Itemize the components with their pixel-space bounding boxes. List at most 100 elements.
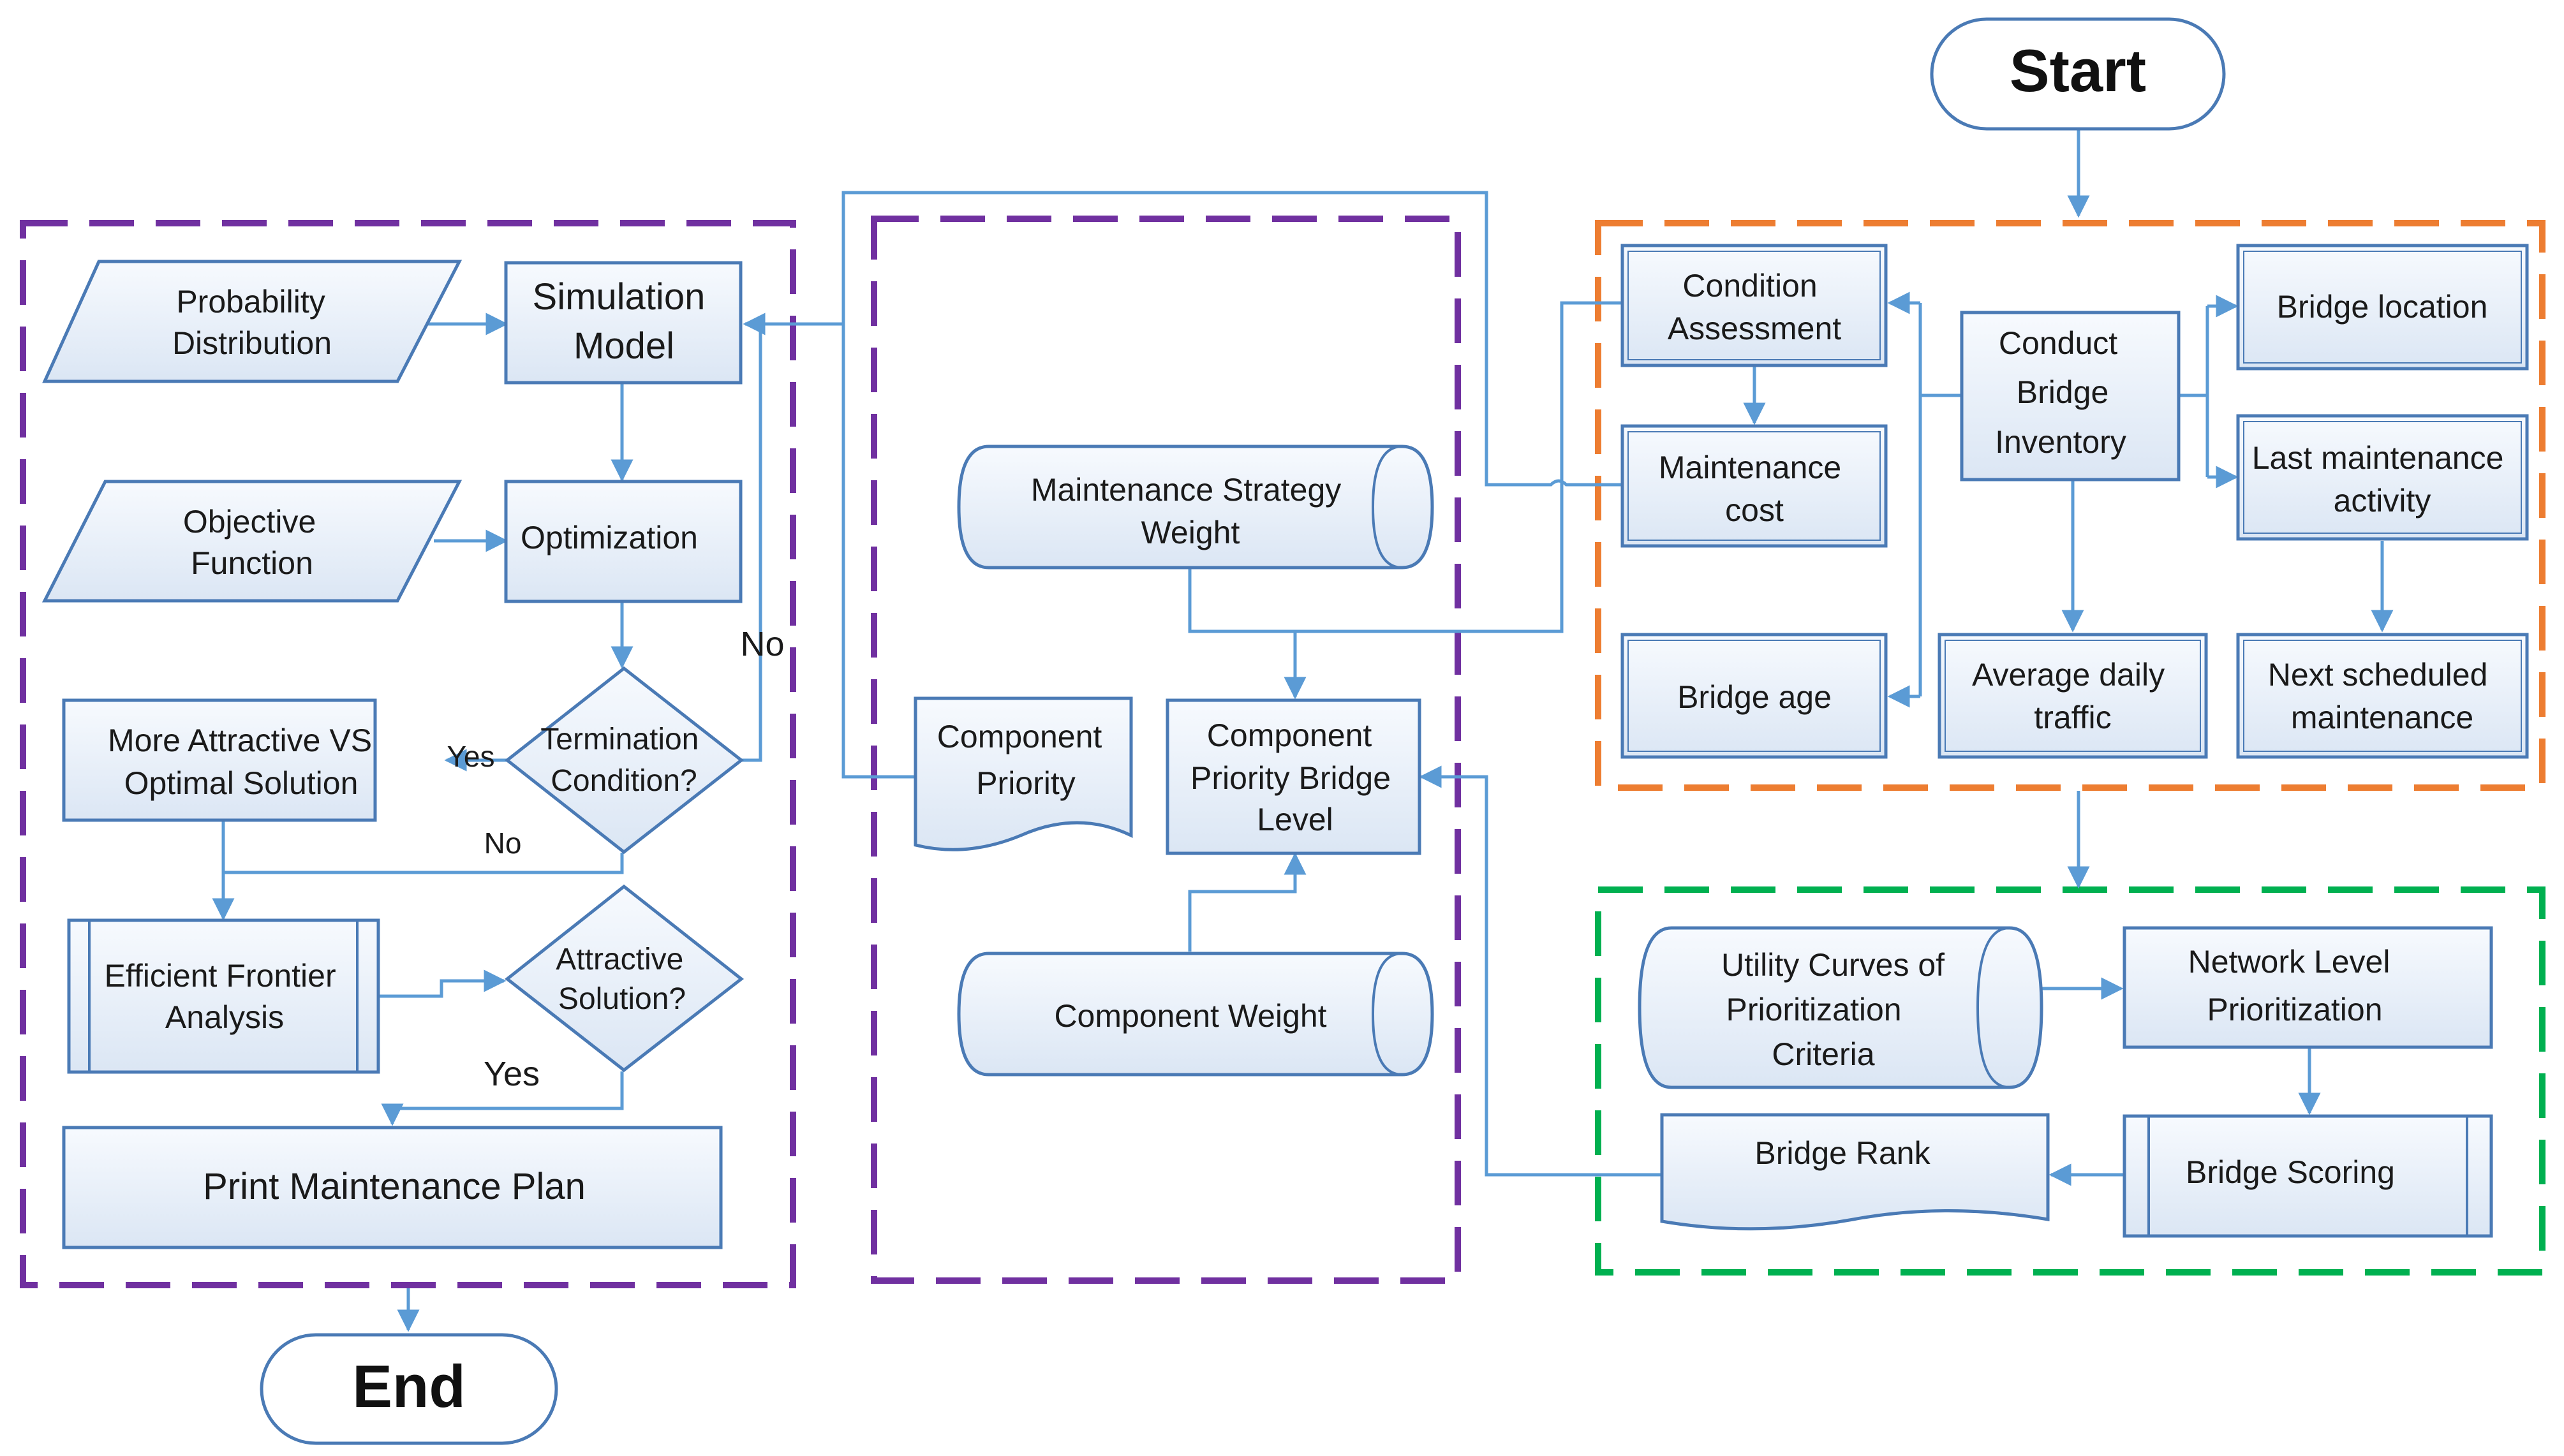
probability-line-2: Distribution <box>172 325 332 361</box>
more-attractive-line-2: Optimal Solution <box>124 765 359 801</box>
attractive-line-2: Solution? <box>558 982 686 1016</box>
efficient-frontier-line-2: Analysis <box>165 999 284 1035</box>
condition-assessment-line-2: Assessment <box>1668 311 1841 346</box>
svg-text:Attractive Solution?: Attractive Solution? <box>556 943 692 1016</box>
end-label: End <box>352 1353 466 1420</box>
svg-text:Average daily traffic: Average daily traffic <box>1972 657 2174 735</box>
svg-text:Next scheduled maintenan: Next scheduled maintenance <box>2268 657 2497 735</box>
conduct-inventory-line-1: Conduct <box>1999 325 2117 361</box>
bridge-location-box: Bridge location <box>2236 244 2529 371</box>
component-level-line-2: Priority Bridge <box>1190 760 1391 796</box>
svg-text:Probability Distribution: Probability Distribution <box>172 284 334 361</box>
network-level-line-2: Prioritization <box>2207 992 2382 1027</box>
bridge-scoring-label: Bridge Scoring <box>2186 1154 2395 1190</box>
svg-text:Termination Condition?: Termination Condition? <box>540 723 707 798</box>
utility-curves-storage: Utility Curves of Prioritization Criteri… <box>1638 926 2043 1089</box>
component-level-line-1: Component <box>1207 717 1372 753</box>
utility-curves-line-2: Prioritization <box>1726 992 1901 1027</box>
probability-line-1: Probability <box>176 284 325 320</box>
network-level-line-1: Network Level <box>2188 944 2390 980</box>
utility-curves-line-1: Utility Curves of <box>1721 947 1945 983</box>
termination-line-2: Condition? <box>551 764 697 798</box>
component-priority-document: Component Priority <box>914 696 1133 851</box>
efficient-frontier-box: Efficient Frontier Analysis <box>67 918 380 1074</box>
bridge-location-label: Bridge location <box>2277 289 2488 325</box>
simulation-model-line-1: Simulation <box>533 276 706 318</box>
conduct-inventory-box: Conduct Bridge Inventory <box>1960 311 2181 482</box>
component-weight-label: Component Weight <box>1054 998 1326 1034</box>
conduct-inventory-line-2: Bridge <box>2017 374 2109 410</box>
connector-rank-component-level <box>1419 765 1662 1177</box>
svg-text:Condition Assessment: Condition Assessment <box>1668 268 1841 346</box>
svg-text:Component Priority: Component Priority <box>937 719 1111 801</box>
edge-label-termination-yes: Yes <box>447 740 494 773</box>
connector-cost-simulation <box>841 191 1622 779</box>
component-level-line-3: Level <box>1257 802 1333 837</box>
objective-line-1: Objective <box>183 504 316 540</box>
connector-term-no-down <box>223 853 624 874</box>
svg-text:Component Priority Bridg: Component Priority Bridge Level <box>1190 717 1400 837</box>
connector-frontier-attractive <box>380 969 507 998</box>
objective-function-input: Objective Function <box>41 480 463 603</box>
edge-label-termination-no: No <box>740 625 784 663</box>
print-maintenance-plan-box: Print Maintenance Plan <box>62 1126 723 1249</box>
probability-distribution-input: Probability Distribution <box>42 260 463 383</box>
network-level-box: Network Level Prioritization <box>2123 926 2493 1049</box>
more-attractive-box: More Attractive VS Optimal Solution <box>62 698 381 822</box>
utility-curves-line-3: Criteria <box>1772 1036 1874 1072</box>
svg-text:Utility Curves of Priori: Utility Curves of Prioritization Criteri… <box>1721 947 1953 1072</box>
condition-assessment-box: Condition Assessment <box>1620 244 1888 367</box>
average-daily-traffic-line-1: Average daily <box>1972 657 2165 693</box>
start-terminal: Start <box>1930 17 2226 131</box>
condition-assessment-line-1: Condition <box>1682 268 1817 304</box>
simulation-model-line-2: Model <box>574 325 674 367</box>
bridge-rank-document: Bridge Rank <box>1660 1113 2050 1231</box>
maintenance-strategy-weight-storage: Maintenance Strategy Weight <box>957 445 1434 570</box>
conduct-inventory-line-3: Inventory <box>1995 424 2126 460</box>
bridge-scoring-box: Bridge Scoring <box>2123 1114 2493 1238</box>
svg-text:Last maintenance activit: Last maintenance activity <box>2252 440 2513 518</box>
average-daily-traffic-box: Average daily traffic <box>1938 633 2208 759</box>
svg-text:More Attractive VS Optim: More Attractive VS Optimal Solution <box>108 723 381 801</box>
objective-line-2: Function <box>191 545 313 581</box>
svg-text:Simulation Model: Simulation Model <box>533 276 716 367</box>
strategy-weight-line-2: Weight <box>1141 515 1240 550</box>
bridge-rank-label: Bridge Rank <box>1754 1135 1930 1171</box>
bridge-age-box: Bridge age <box>1620 633 1888 759</box>
maintenance-cost-box: Maintenance cost <box>1620 424 1888 548</box>
more-attractive-line-1: More Attractive VS <box>108 723 372 758</box>
print-plan-label: Print Maintenance Plan <box>203 1166 586 1207</box>
simulation-model-box: Simulation Model <box>504 261 743 385</box>
bridge-age-label: Bridge age <box>1677 679 1832 715</box>
component-priority-line-2: Priority <box>976 765 1076 801</box>
last-maintenance-box: Last maintenance activity <box>2236 414 2529 541</box>
termination-line-1: Termination <box>540 723 699 756</box>
next-scheduled-line-1: Next scheduled <box>2268 657 2488 693</box>
connector-strategy-level <box>1188 301 1622 633</box>
attractive-line-1: Attractive <box>556 943 683 976</box>
svg-text:Efficient Frontier Analy: Efficient Frontier Analysis <box>104 958 345 1035</box>
inventory-group-border <box>1595 220 2545 791</box>
svg-text:Conduct Bridge Inv: Conduct Bridge Inventory <box>1995 325 2126 460</box>
optimization-box: Optimization <box>504 480 743 603</box>
edge-label-more-attractive-no: No <box>484 827 522 860</box>
svg-text:Maintenance cost: Maintenance cost <box>1659 450 1850 528</box>
strategy-weight-line-1: Maintenance Strategy <box>1031 472 1341 508</box>
priority-group-border <box>871 216 1461 1284</box>
last-maintenance-line-2: activity <box>2334 483 2431 518</box>
component-priority-line-1: Component <box>937 719 1102 754</box>
svg-text:Objective Function: Objective Function <box>183 504 325 581</box>
optimization-label: Optimization <box>521 520 698 555</box>
connector-weight-level <box>1188 852 1307 952</box>
network-group-border <box>1595 886 2545 1276</box>
end-terminal: End <box>260 1333 558 1445</box>
next-scheduled-box: Next scheduled maintenance <box>2236 633 2529 759</box>
component-weight-storage: Component Weight <box>957 952 1434 1077</box>
maintenance-cost-line-2: cost <box>1725 492 1784 528</box>
simulation-group-border <box>20 220 796 1288</box>
average-daily-traffic-line-2: traffic <box>2034 700 2111 735</box>
efficient-frontier-line-1: Efficient Frontier <box>104 958 336 994</box>
termination-condition-decision: Termination Condition? <box>504 666 745 855</box>
maintenance-cost-line-1: Maintenance <box>1659 450 1841 485</box>
